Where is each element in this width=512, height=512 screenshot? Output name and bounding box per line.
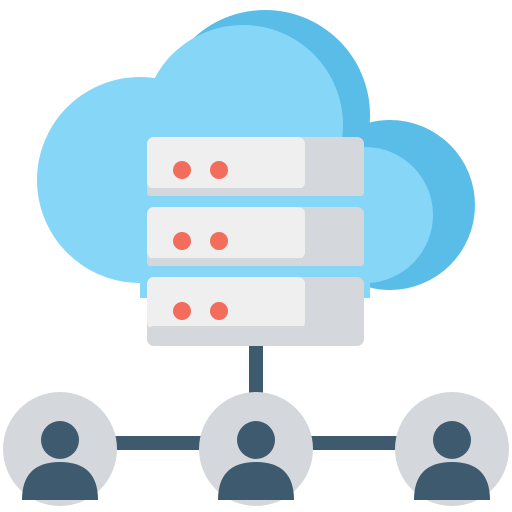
server-unit-bottom xyxy=(147,188,364,196)
server-unit-1 xyxy=(147,137,364,196)
server-unit-face xyxy=(147,277,305,329)
status-led xyxy=(210,302,228,320)
server-unit-face xyxy=(147,207,305,259)
status-led xyxy=(173,232,191,250)
user-body xyxy=(22,462,98,500)
status-led xyxy=(173,161,191,179)
user-body xyxy=(414,462,490,500)
server-unit-bottom xyxy=(147,258,364,266)
server-unit-2 xyxy=(147,207,364,266)
server-icon xyxy=(147,137,364,346)
user-icon-right xyxy=(395,392,509,506)
user-head xyxy=(237,421,275,459)
user-icon-left xyxy=(3,392,117,506)
server-unit-3 xyxy=(147,277,364,346)
user-icon-center xyxy=(199,392,313,506)
server-unit-face xyxy=(147,137,305,189)
server-unit-bottom xyxy=(147,326,364,346)
status-led xyxy=(210,161,228,179)
user-body xyxy=(218,462,294,500)
status-led xyxy=(210,232,228,250)
user-head xyxy=(41,421,79,459)
user-head xyxy=(433,421,471,459)
status-led xyxy=(173,302,191,320)
